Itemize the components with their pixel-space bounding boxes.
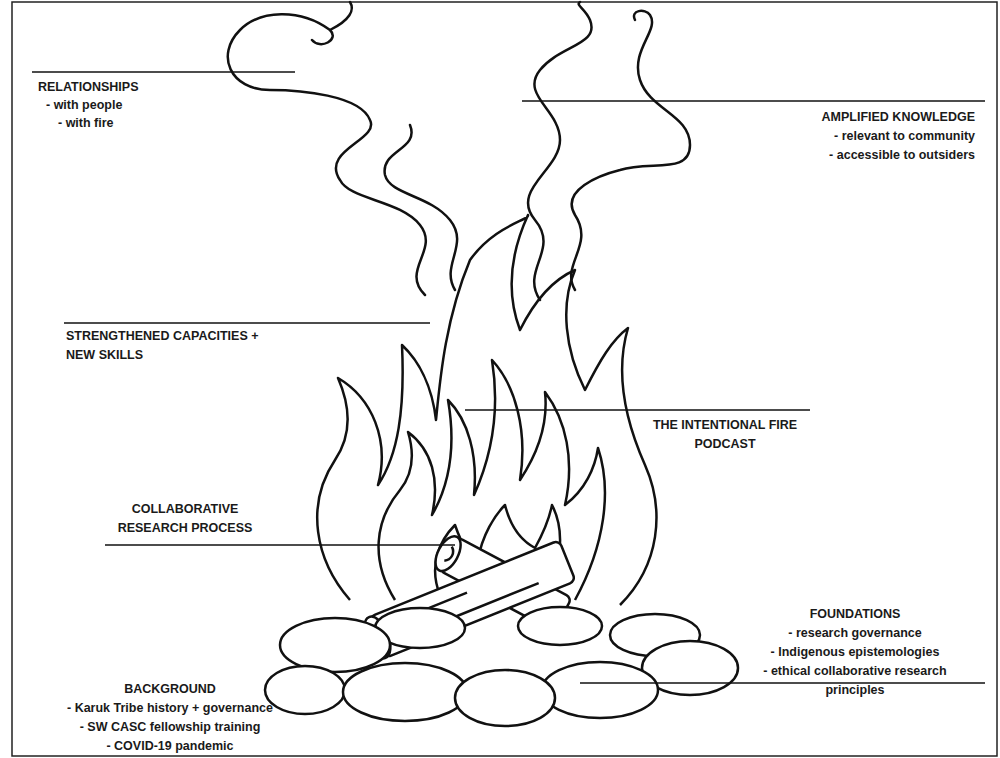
list-item: - research governance bbox=[735, 624, 975, 643]
section-heading: RELATIONSHIPS bbox=[38, 78, 258, 97]
smoke-curl bbox=[385, 125, 458, 290]
section-heading: COLLABORATIVE RESEARCH PROCESS bbox=[105, 500, 265, 538]
stone bbox=[518, 607, 602, 645]
section-heading: BACKGROUND bbox=[40, 680, 300, 699]
leader-line bbox=[580, 682, 985, 684]
list-item: - SW CASC fellowship training bbox=[40, 718, 300, 737]
section-heading: STRENGTHENED CAPACITIES + NEW SKILLS bbox=[66, 327, 281, 365]
stone bbox=[542, 662, 658, 718]
leader-line bbox=[465, 409, 810, 411]
stone bbox=[280, 618, 390, 672]
frame bbox=[12, 2, 997, 756]
list-item: - COVID-19 pandemic bbox=[40, 737, 300, 756]
list-item: - Karuk Tribe history + governance bbox=[40, 699, 300, 718]
list-item: - ethical collaborative research princip… bbox=[735, 662, 975, 700]
leader-line bbox=[32, 71, 295, 73]
smoke-curl bbox=[330, 2, 352, 30]
log-end bbox=[430, 532, 465, 575]
smoke-curl bbox=[528, 2, 592, 300]
stone bbox=[343, 663, 467, 721]
leader-lines bbox=[32, 72, 985, 683]
leader-line bbox=[64, 322, 430, 324]
smoke-curl bbox=[571, 11, 690, 290]
leader-line bbox=[105, 544, 455, 546]
list-item: - Indigenous epistemologies bbox=[735, 643, 975, 662]
smoke-curl bbox=[228, 14, 426, 295]
list-item: - with fire bbox=[58, 114, 278, 133]
list-item: - accessible to outsiders bbox=[690, 146, 975, 165]
list-item: - relevant to community bbox=[690, 127, 975, 146]
section-heading: AMPLIFIED KNOWLEDGE bbox=[690, 108, 975, 127]
smoke bbox=[228, 2, 690, 300]
section-heading: THE INTENTIONAL FIRE PODCAST bbox=[650, 416, 800, 454]
stone bbox=[455, 670, 555, 726]
log-ring bbox=[444, 547, 455, 563]
section-heading: FOUNDATIONS bbox=[735, 605, 975, 624]
list-item: - with people bbox=[46, 96, 266, 115]
stones bbox=[265, 607, 738, 726]
stone bbox=[265, 666, 345, 714]
leader-line bbox=[522, 100, 985, 102]
